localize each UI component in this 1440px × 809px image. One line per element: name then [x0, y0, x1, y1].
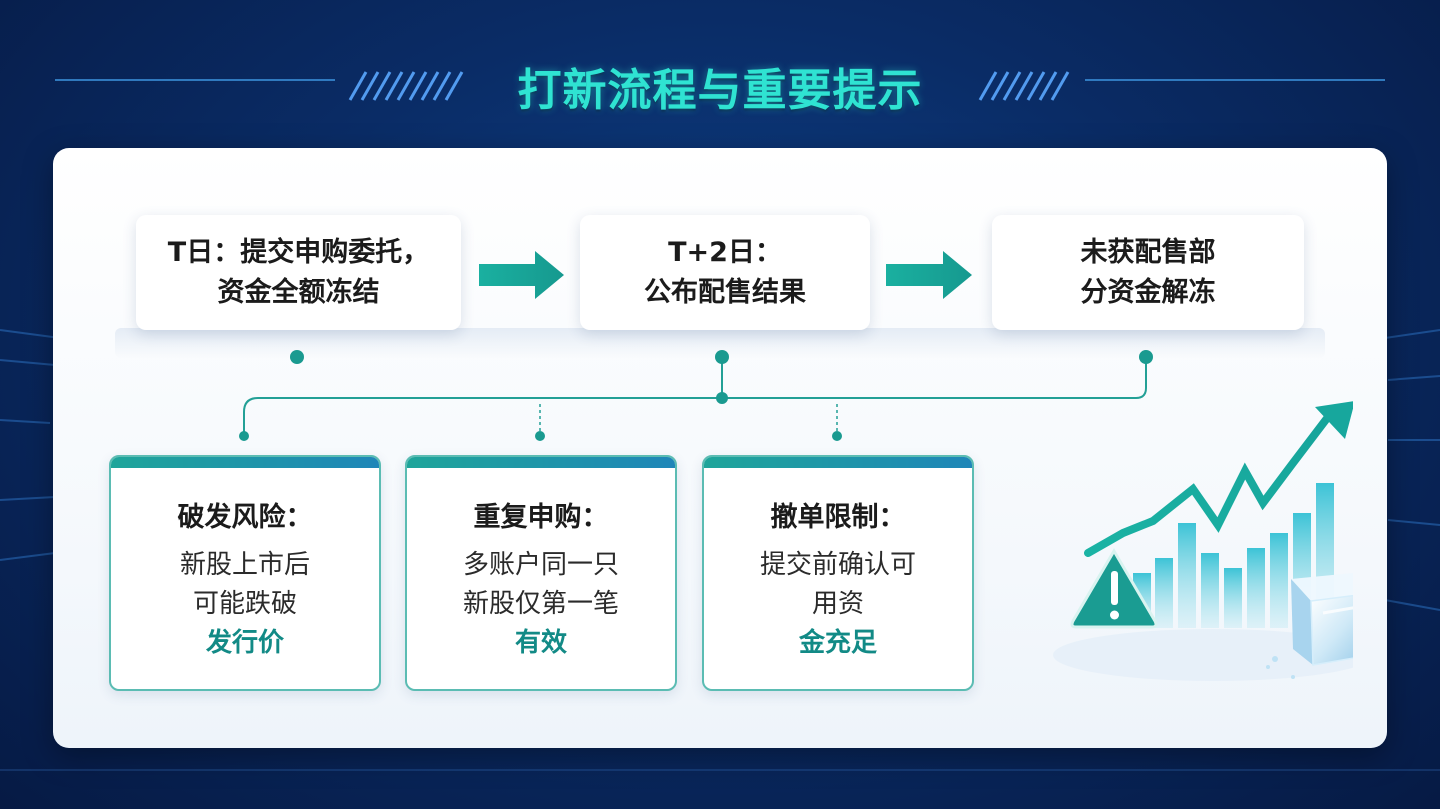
step-t-day: T日：提交申购委托， 资金全额冻结	[136, 215, 461, 330]
illustration	[1053, 401, 1353, 681]
step-t-plus-2: T+2日： 公布配售结果	[580, 215, 870, 330]
step-line: 资金全额冻结	[217, 276, 380, 308]
card-accent-bar	[111, 457, 379, 468]
step-line: 未获配售部	[1080, 237, 1216, 269]
card-title: 重复申购：	[473, 502, 609, 533]
title-bar: 打新流程与重要提示	[0, 48, 1440, 118]
card-title: 破发风险：	[177, 502, 313, 533]
card-line-mixed: 用资金充足	[704, 585, 972, 663]
step-unfreeze: 未获配售部 分资金解冻	[992, 215, 1304, 330]
arrow-right-icon	[886, 251, 972, 299]
card-highlight: 发行价	[205, 628, 284, 658]
card-line: 新股仅第一笔	[462, 589, 619, 619]
page-title: 打新流程与重要提示	[517, 65, 923, 116]
card-body: 提交前确认可 用资金充足	[704, 546, 972, 663]
card-cancel-limit: 撤单限制： 提交前确认可 用资金充足	[702, 455, 974, 691]
card-line: 提交前确认可	[759, 550, 916, 580]
card-highlight: 有效	[514, 628, 567, 658]
warning-triangle-icon	[1070, 548, 1158, 629]
step-line: T+2日：	[668, 237, 782, 269]
card-accent-bar	[407, 457, 675, 468]
card-line: 多账户同一只	[462, 550, 619, 580]
step-line: T日：提交申购委托，	[167, 237, 430, 269]
card-text: 用资	[811, 589, 864, 619]
card-body: 多账户同一只 新股仅第一笔 有效	[407, 546, 675, 663]
card-highlight: 金充足	[798, 628, 877, 658]
card-title: 撤单限制：	[770, 502, 906, 533]
steps-shelf	[115, 328, 1325, 358]
card-break-risk: 破发风险： 新股上市后 可能跌破 发行价	[109, 455, 381, 691]
card-body: 新股上市后 可能跌破 发行价	[111, 546, 379, 663]
ice-cube-icon	[1266, 573, 1353, 679]
card-line: 新股上市后	[179, 550, 310, 580]
content-panel: T日：提交申购委托， 资金全额冻结 T+2日： 公布配售结果 未获配售部 分资金…	[53, 148, 1387, 748]
step-line: 公布配售结果	[644, 276, 806, 308]
card-repeat-subscribe: 重复申购： 多账户同一只 新股仅第一笔 有效	[405, 455, 677, 691]
card-line: 可能跌破	[192, 589, 297, 619]
card-accent-bar	[704, 457, 972, 468]
step-line: 分资金解冻	[1080, 276, 1216, 308]
title-decoration	[55, 71, 1385, 101]
arrow-right-icon	[479, 251, 564, 299]
